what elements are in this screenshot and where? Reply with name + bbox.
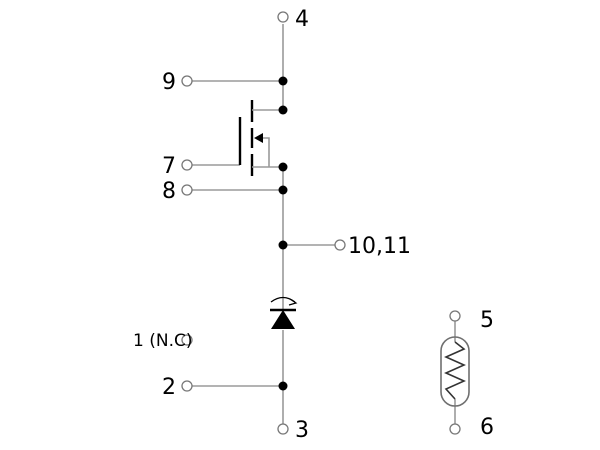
pin2-label: 2 xyxy=(162,375,176,400)
pin8-label: 8 xyxy=(162,179,176,204)
pin5-label: 5 xyxy=(480,308,494,333)
pin10-11-label: 10,11 xyxy=(348,234,411,259)
terminal-pin9 xyxy=(181,75,193,87)
terminal-pin7 xyxy=(181,159,193,171)
junction-pin10-11 xyxy=(278,240,288,250)
pin4-label: 4 xyxy=(295,7,309,32)
thermistor-zigzag xyxy=(444,341,466,400)
terminal-pin2 xyxy=(181,380,193,392)
pin7-label: 7 xyxy=(162,154,176,179)
terminal-pin4 xyxy=(277,11,289,23)
pin1-label: 1 (N.C) xyxy=(133,331,192,351)
junction-pin8 xyxy=(278,185,288,195)
terminal-pin6 xyxy=(449,423,461,435)
zener-diode-icon xyxy=(270,296,298,329)
pin9-label: 9 xyxy=(162,70,176,95)
mosfet-arrow xyxy=(254,133,263,143)
junction-pin9 xyxy=(278,76,288,86)
junction-source xyxy=(278,162,288,172)
pin3-label: 3 xyxy=(295,418,309,443)
diode-triangle xyxy=(271,310,295,329)
terminal-pin10-11 xyxy=(334,239,346,251)
mosfet-icon xyxy=(238,100,283,176)
junction-pin2 xyxy=(278,381,288,391)
mosfet-body-lead xyxy=(262,137,270,167)
terminal-pin8 xyxy=(181,184,193,196)
terminal-pin3 xyxy=(277,423,289,435)
junction-drain xyxy=(278,105,288,115)
terminal-pin5 xyxy=(449,310,461,322)
thermistor-body xyxy=(440,336,470,407)
pin6-label: 6 xyxy=(480,415,494,440)
terminal-pin1 xyxy=(181,334,193,346)
thermistor-icon xyxy=(440,320,470,426)
diode-zener-arrow xyxy=(288,298,298,306)
